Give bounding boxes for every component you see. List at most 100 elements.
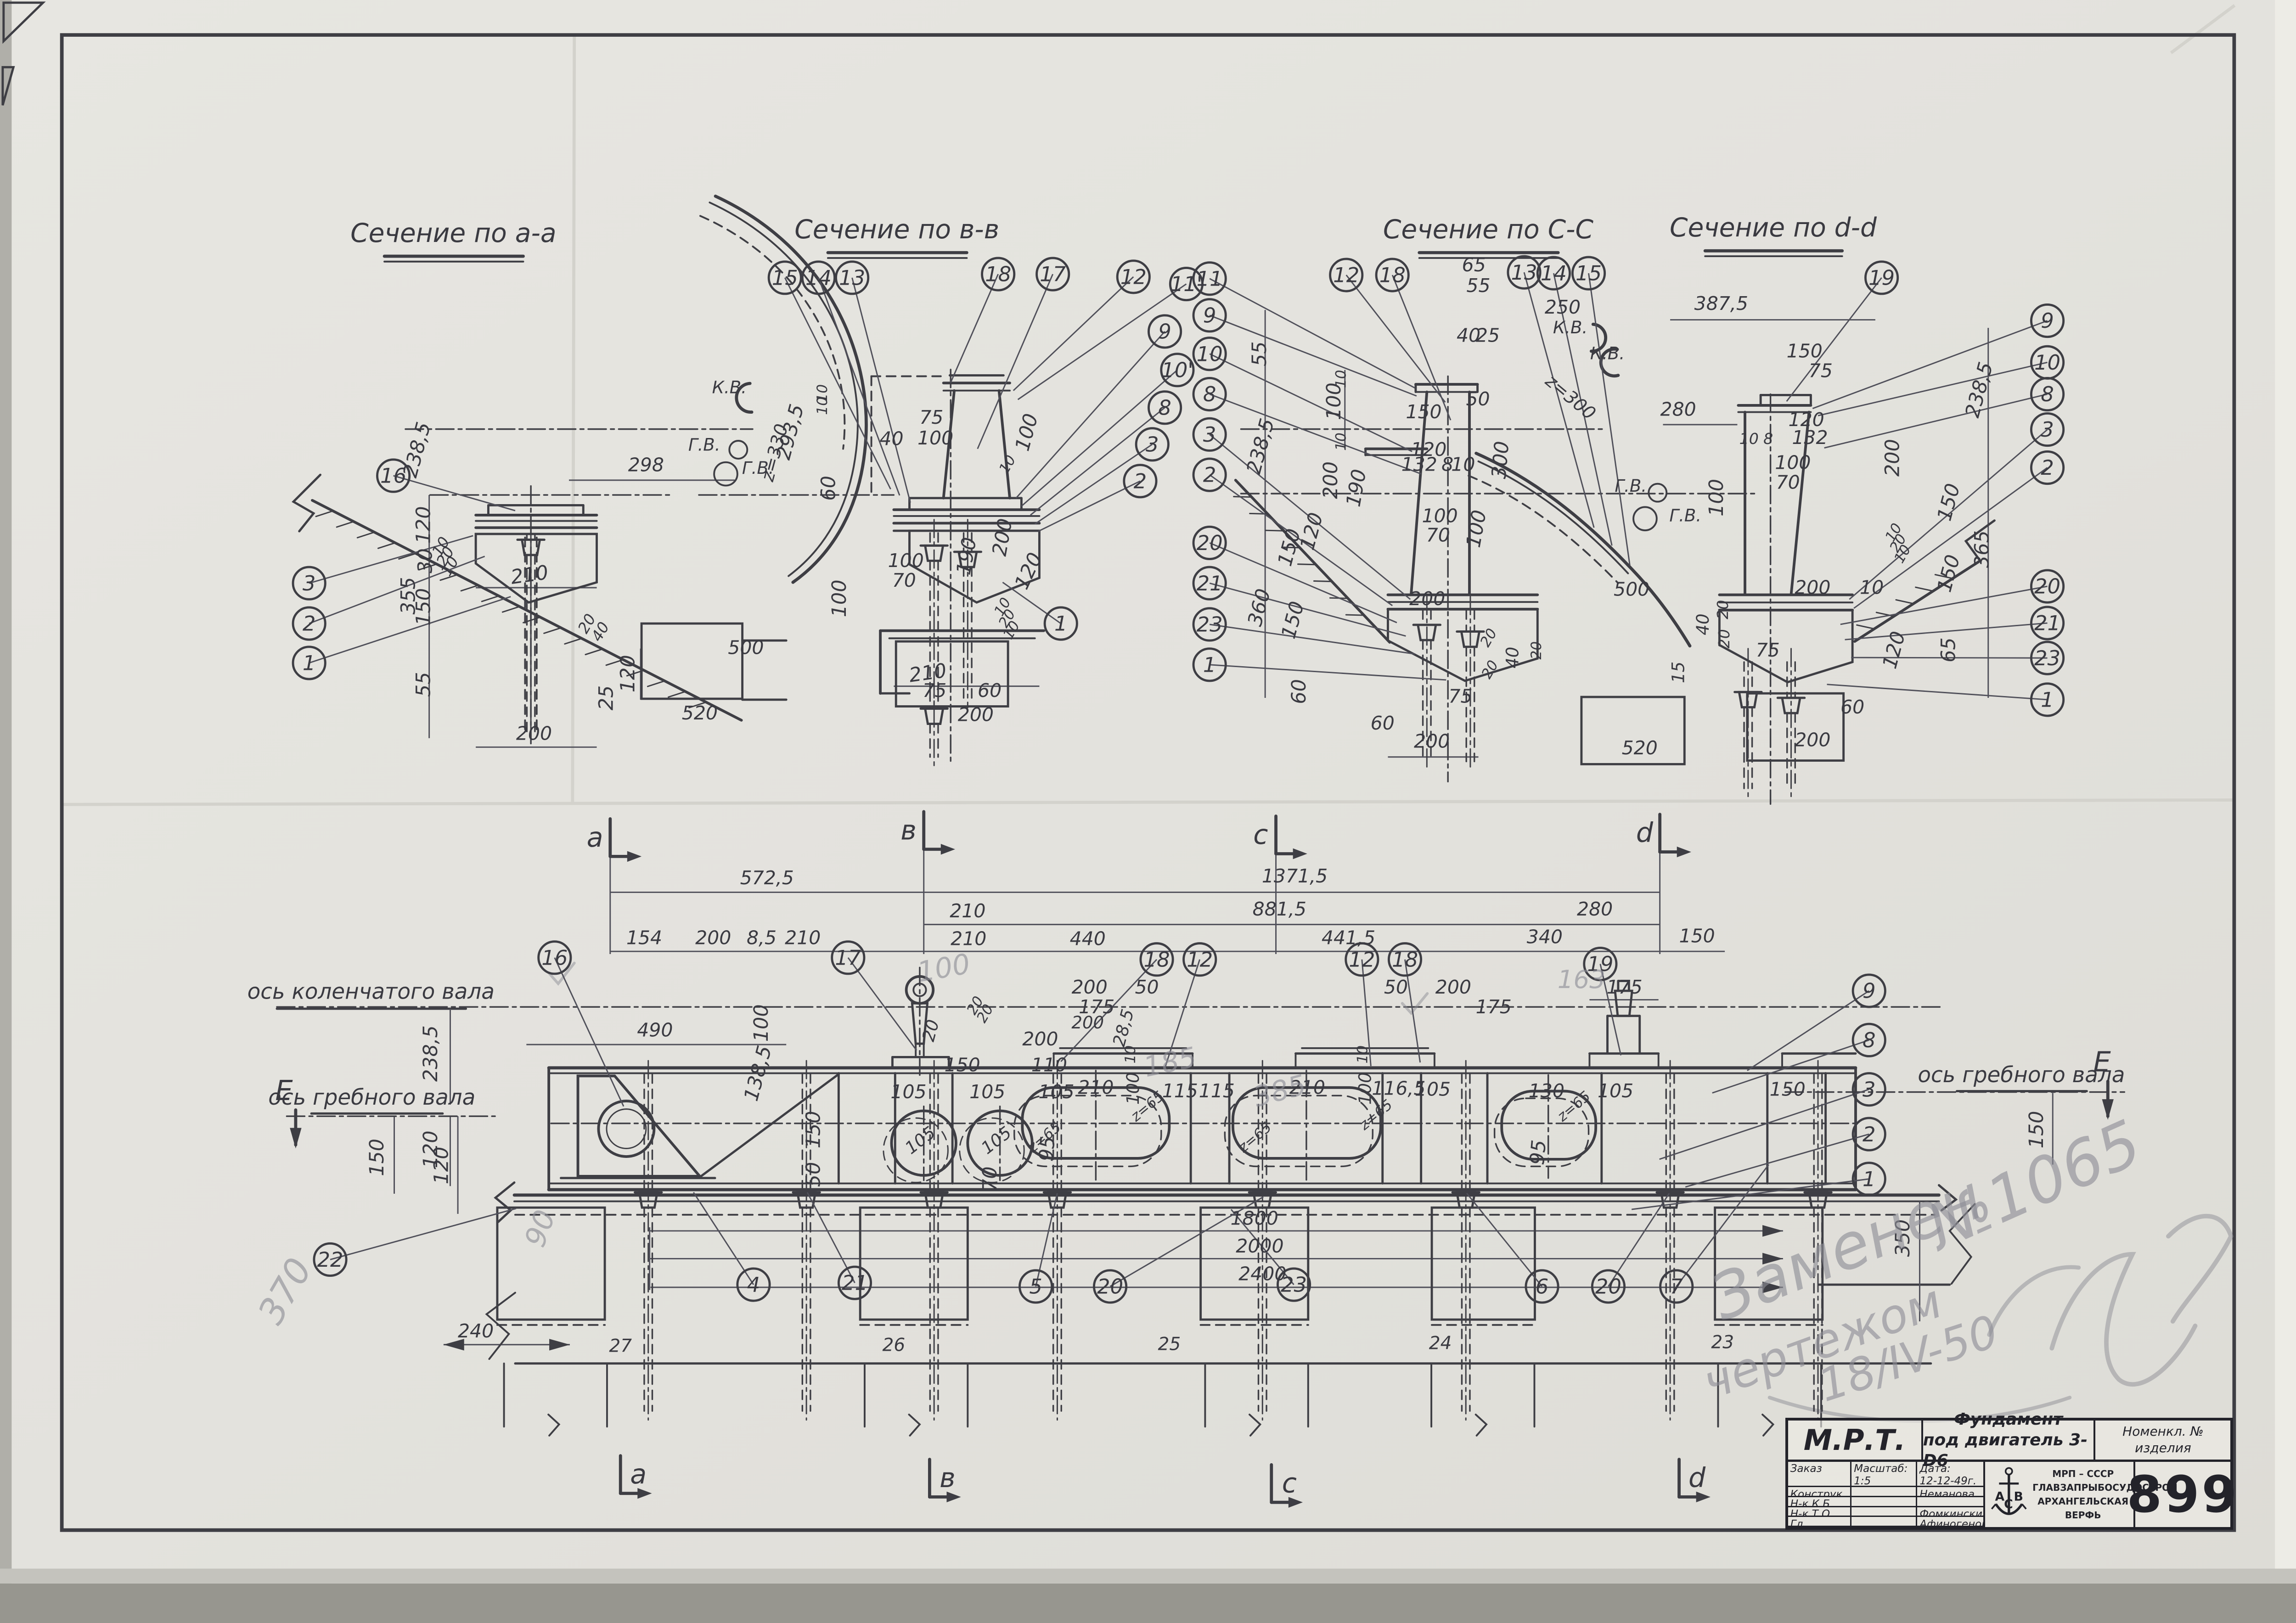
- dim-label: 210: [1289, 1076, 1325, 1098]
- scale-label: Масштаб:: [1854, 1463, 1908, 1475]
- callout-11': [1169, 266, 1204, 302]
- axis-label: Е: [2093, 1046, 2111, 1078]
- dim-label: 24: [1429, 1333, 1452, 1354]
- hatch-block: [1580, 696, 1686, 765]
- callout-leader: [1747, 990, 1870, 1071]
- dim-label: 75: [923, 680, 946, 702]
- dim-label: 60: [1371, 712, 1395, 734]
- chief-eng-blank: [1851, 1517, 1918, 1527]
- dim-label: 120: [1411, 438, 1446, 461]
- approval-table: Заказ Масштаб:1:5 Дата:12-12-49г. Констр…: [1788, 1461, 1985, 1527]
- dim-label: 355: [397, 577, 420, 615]
- callout-2: [1192, 457, 1227, 492]
- callout-number-17: 17: [1040, 262, 1066, 286]
- section-title: Сечение по в-в: [794, 214, 999, 245]
- callout-5: [1019, 1269, 1053, 1304]
- callout-20: [1192, 525, 1227, 560]
- callout-leader: [1015, 331, 1165, 499]
- callout-leader: [1361, 959, 1372, 1067]
- nomenclature-line1: Номенкл. №: [2122, 1423, 2204, 1439]
- callout-number-20: 20: [1595, 1275, 1621, 1299]
- dim-label: 75: [919, 406, 943, 428]
- dim-label: 30: [414, 548, 437, 573]
- callout-leader: [1209, 434, 1411, 600]
- callout-number-2: 2: [2041, 455, 2054, 480]
- axis-label: Е: [275, 1075, 293, 1107]
- dim-label: Г.В.: [688, 435, 720, 455]
- hatch-tick: [585, 648, 603, 656]
- dim-label: 200: [958, 704, 994, 726]
- callout-14: [1536, 256, 1571, 291]
- dim-label: 100: [828, 579, 851, 617]
- paper: [0, 0, 2296, 1584]
- callout-number-21: 21: [2034, 611, 2060, 635]
- dim-label: 25: [1476, 324, 1500, 346]
- callout-leader: [1013, 276, 1134, 391]
- callout-number-2: 2: [303, 612, 316, 636]
- callout-3: [1851, 1072, 1886, 1107]
- dim-label: 150: [412, 588, 435, 626]
- drawing-title-line2: под двигатель 3-D6: [1923, 1430, 2088, 1470]
- callout-12: [1329, 258, 1364, 292]
- to-head-blank: [1851, 1507, 1918, 1517]
- oval-hole: [1224, 1095, 1373, 1168]
- path: [576, 1074, 703, 1178]
- path: [1589, 322, 1608, 353]
- org-line4: ВЕРФЬ: [2065, 1509, 2101, 1521]
- scan-edge-right: [2275, 0, 2296, 1584]
- oval-hole: [1500, 1089, 1598, 1161]
- dim-label: 10: [1122, 1045, 1139, 1064]
- axis-label: ось коленчатого вала: [248, 980, 495, 1005]
- dim-label: 100: [888, 550, 924, 572]
- path: [547, 1414, 561, 1437]
- dim-label: 105: [1038, 1081, 1074, 1103]
- hatch-tick: [543, 627, 562, 634]
- hatch-tick: [1856, 624, 1875, 630]
- callout-18: [1387, 942, 1423, 977]
- dim-label: 200: [1795, 577, 1830, 599]
- dim-label: 10: [814, 397, 831, 415]
- cut-mark-а: а: [630, 1459, 647, 1490]
- callout-number-16: 16: [541, 945, 568, 970]
- bolt-nut: [796, 1191, 817, 1209]
- bolt-nut: [1460, 630, 1481, 648]
- callout-8: [1851, 1022, 1886, 1057]
- hole: [606, 1108, 647, 1149]
- shaft-section: [728, 440, 748, 460]
- callout-leader: [1002, 582, 1062, 624]
- callout-2: [1851, 1117, 1886, 1151]
- hatch-block: [895, 640, 1009, 708]
- callout-number-1: 1: [1054, 612, 1068, 636]
- dim-label: 10: [1739, 430, 1759, 448]
- nomenclature-label: Номенкл. № изделия: [2095, 1421, 2230, 1460]
- callout-12: [1345, 942, 1379, 977]
- callout-leader: [393, 475, 516, 511]
- bolt-nut: [923, 707, 945, 725]
- callout-13: [1507, 255, 1542, 290]
- callout-number-1: 1: [1863, 1167, 1876, 1191]
- callout-leader: [330, 1207, 517, 1260]
- callout-19: [1583, 946, 1618, 982]
- callout-2: [2030, 450, 2065, 485]
- dim-label: 150: [1770, 1078, 1806, 1100]
- callout-leader: [950, 274, 999, 383]
- callout-leader: [847, 957, 917, 1051]
- dim-label: 26: [883, 1335, 906, 1355]
- dim-label: 65: [1937, 637, 1960, 663]
- callout-leader: [1209, 542, 1397, 623]
- callout-number-14: 14: [805, 265, 832, 290]
- hole: [966, 1109, 1034, 1177]
- callout-leader: [1827, 684, 2048, 701]
- callout-9: [2030, 303, 2065, 338]
- dim-label: 70: [892, 569, 916, 591]
- callout-leader: [1676, 1164, 1769, 1287]
- order-label: Заказ: [1788, 1461, 1852, 1488]
- callout-1: [1851, 1162, 1886, 1196]
- dim-label: 120: [1789, 409, 1824, 431]
- title-block-body: Заказ Масштаб:1:5 Дата:12-12-49г. Констр…: [1788, 1461, 2237, 1527]
- dim-label: 8: [1763, 430, 1773, 448]
- dim-label: 500: [1614, 578, 1649, 601]
- dim-label: 175: [1079, 996, 1114, 1018]
- callout-15: [1571, 256, 1606, 291]
- hatch-tick: [605, 659, 624, 666]
